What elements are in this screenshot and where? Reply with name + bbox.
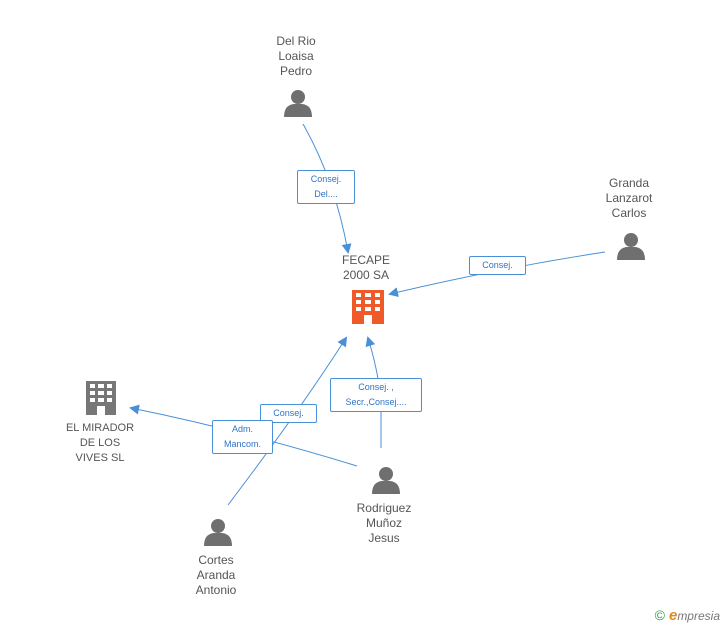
edge-label-cortes-mirador[interactable]: Adm. Mancom. — [212, 420, 273, 454]
edge-label-delrio-fecape[interactable]: Consej. Del.... — [297, 170, 355, 204]
person-icon — [284, 90, 312, 117]
person-icon — [204, 519, 232, 546]
copyright-symbol: © — [654, 607, 665, 623]
edge-label-granda-fecape[interactable]: Consej. — [469, 256, 526, 275]
edge-label-rodriguez-fecape[interactable]: Consej. , Secr.,Consej.... — [330, 378, 422, 412]
node-label-rodriguez[interactable]: Rodriguez Muñoz Jesus — [356, 501, 412, 545]
brand-logo-text: mpresia — [677, 609, 720, 623]
building-icon — [352, 290, 384, 324]
node-label-fecape[interactable]: FECAPE 2000 SA — [341, 253, 390, 282]
person-icon — [372, 467, 400, 494]
brand-logo-initial: e — [668, 607, 678, 624]
building-icon — [86, 381, 116, 415]
node-label-cortes[interactable]: Cortes Aranda Antonio — [195, 553, 237, 597]
node-label-granda[interactable]: Granda Lanzarot Carlos — [605, 176, 653, 220]
edge-label-cortes-fecape[interactable]: Consej. — [260, 404, 317, 423]
node-label-mirador[interactable]: EL MIRADOR DE LOS VIVES SL — [65, 422, 135, 464]
footer-brand: ©empresia — [655, 607, 720, 624]
person-icon — [617, 233, 645, 260]
node-label-delrio[interactable]: Del Rio Loaisa Pedro — [276, 34, 316, 78]
